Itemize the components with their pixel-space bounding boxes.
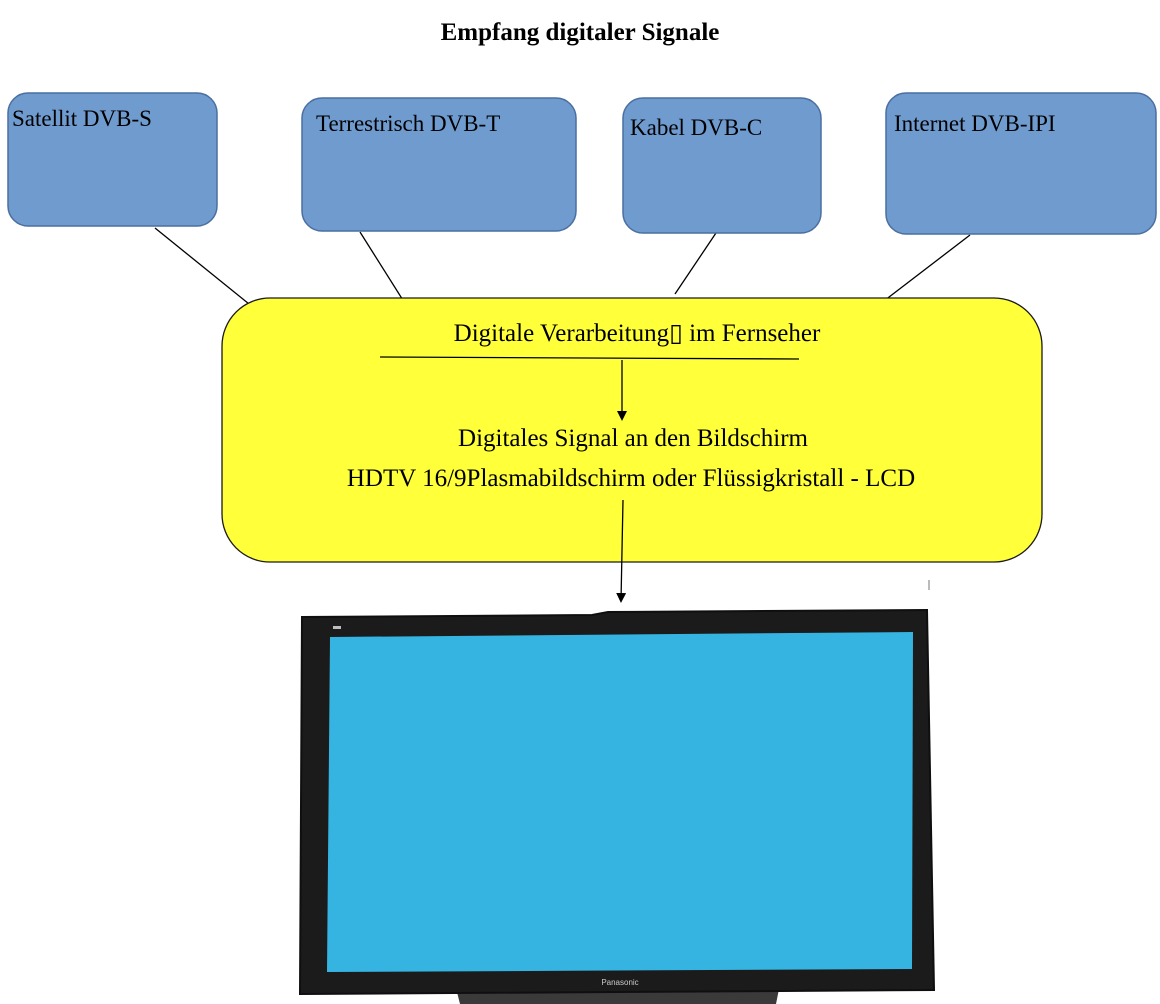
source-box-internet: Internet DVB-IPI <box>885 92 1157 235</box>
source-box-kabel: Kabel DVB-C <box>622 97 822 234</box>
connector-kabel <box>674 226 721 295</box>
source-box-shape <box>301 97 577 232</box>
processing-heading: Digitale Verarbeitung▯ im Fernseher <box>454 320 821 347</box>
tv-corner-mark <box>333 626 341 629</box>
processing-underline <box>379 356 800 360</box>
connector-terrestrisch <box>359 231 407 306</box>
source-box-terrestrisch: Terrestrisch DVB-T <box>301 97 577 232</box>
source-label-satellit: Satellit DVB-S <box>12 106 152 131</box>
tv-brand-logo: Panasonic <box>601 978 638 987</box>
source-label-terrestrisch: Terrestrisch DVB-T <box>316 111 500 136</box>
source-box-shape <box>622 97 822 234</box>
processing-box-shape <box>221 297 1043 563</box>
output-arrow <box>616 499 627 603</box>
processing-box: Digitale Verarbeitung▯ im Fernseher Digi… <box>221 297 1043 563</box>
page-title: Empfang digitaler Signale <box>441 19 720 46</box>
processing-line1: Digitales Signal an den Bildschirm <box>458 425 809 452</box>
source-box-shape <box>885 92 1157 235</box>
tv-illustration: Panasonic <box>298 608 936 1004</box>
source-box-shape <box>7 92 218 227</box>
connector-internet <box>879 234 971 305</box>
processing-line2: HDTV 16/9Plasmabildschirm oder Flüssigkr… <box>347 465 915 492</box>
source-label-kabel: Kabel DVB-C <box>630 115 762 140</box>
source-label-internet: Internet DVB-IPI <box>894 111 1056 136</box>
source-box-satellit: Satellit DVB-S <box>7 92 218 227</box>
tv-screen <box>327 632 913 972</box>
